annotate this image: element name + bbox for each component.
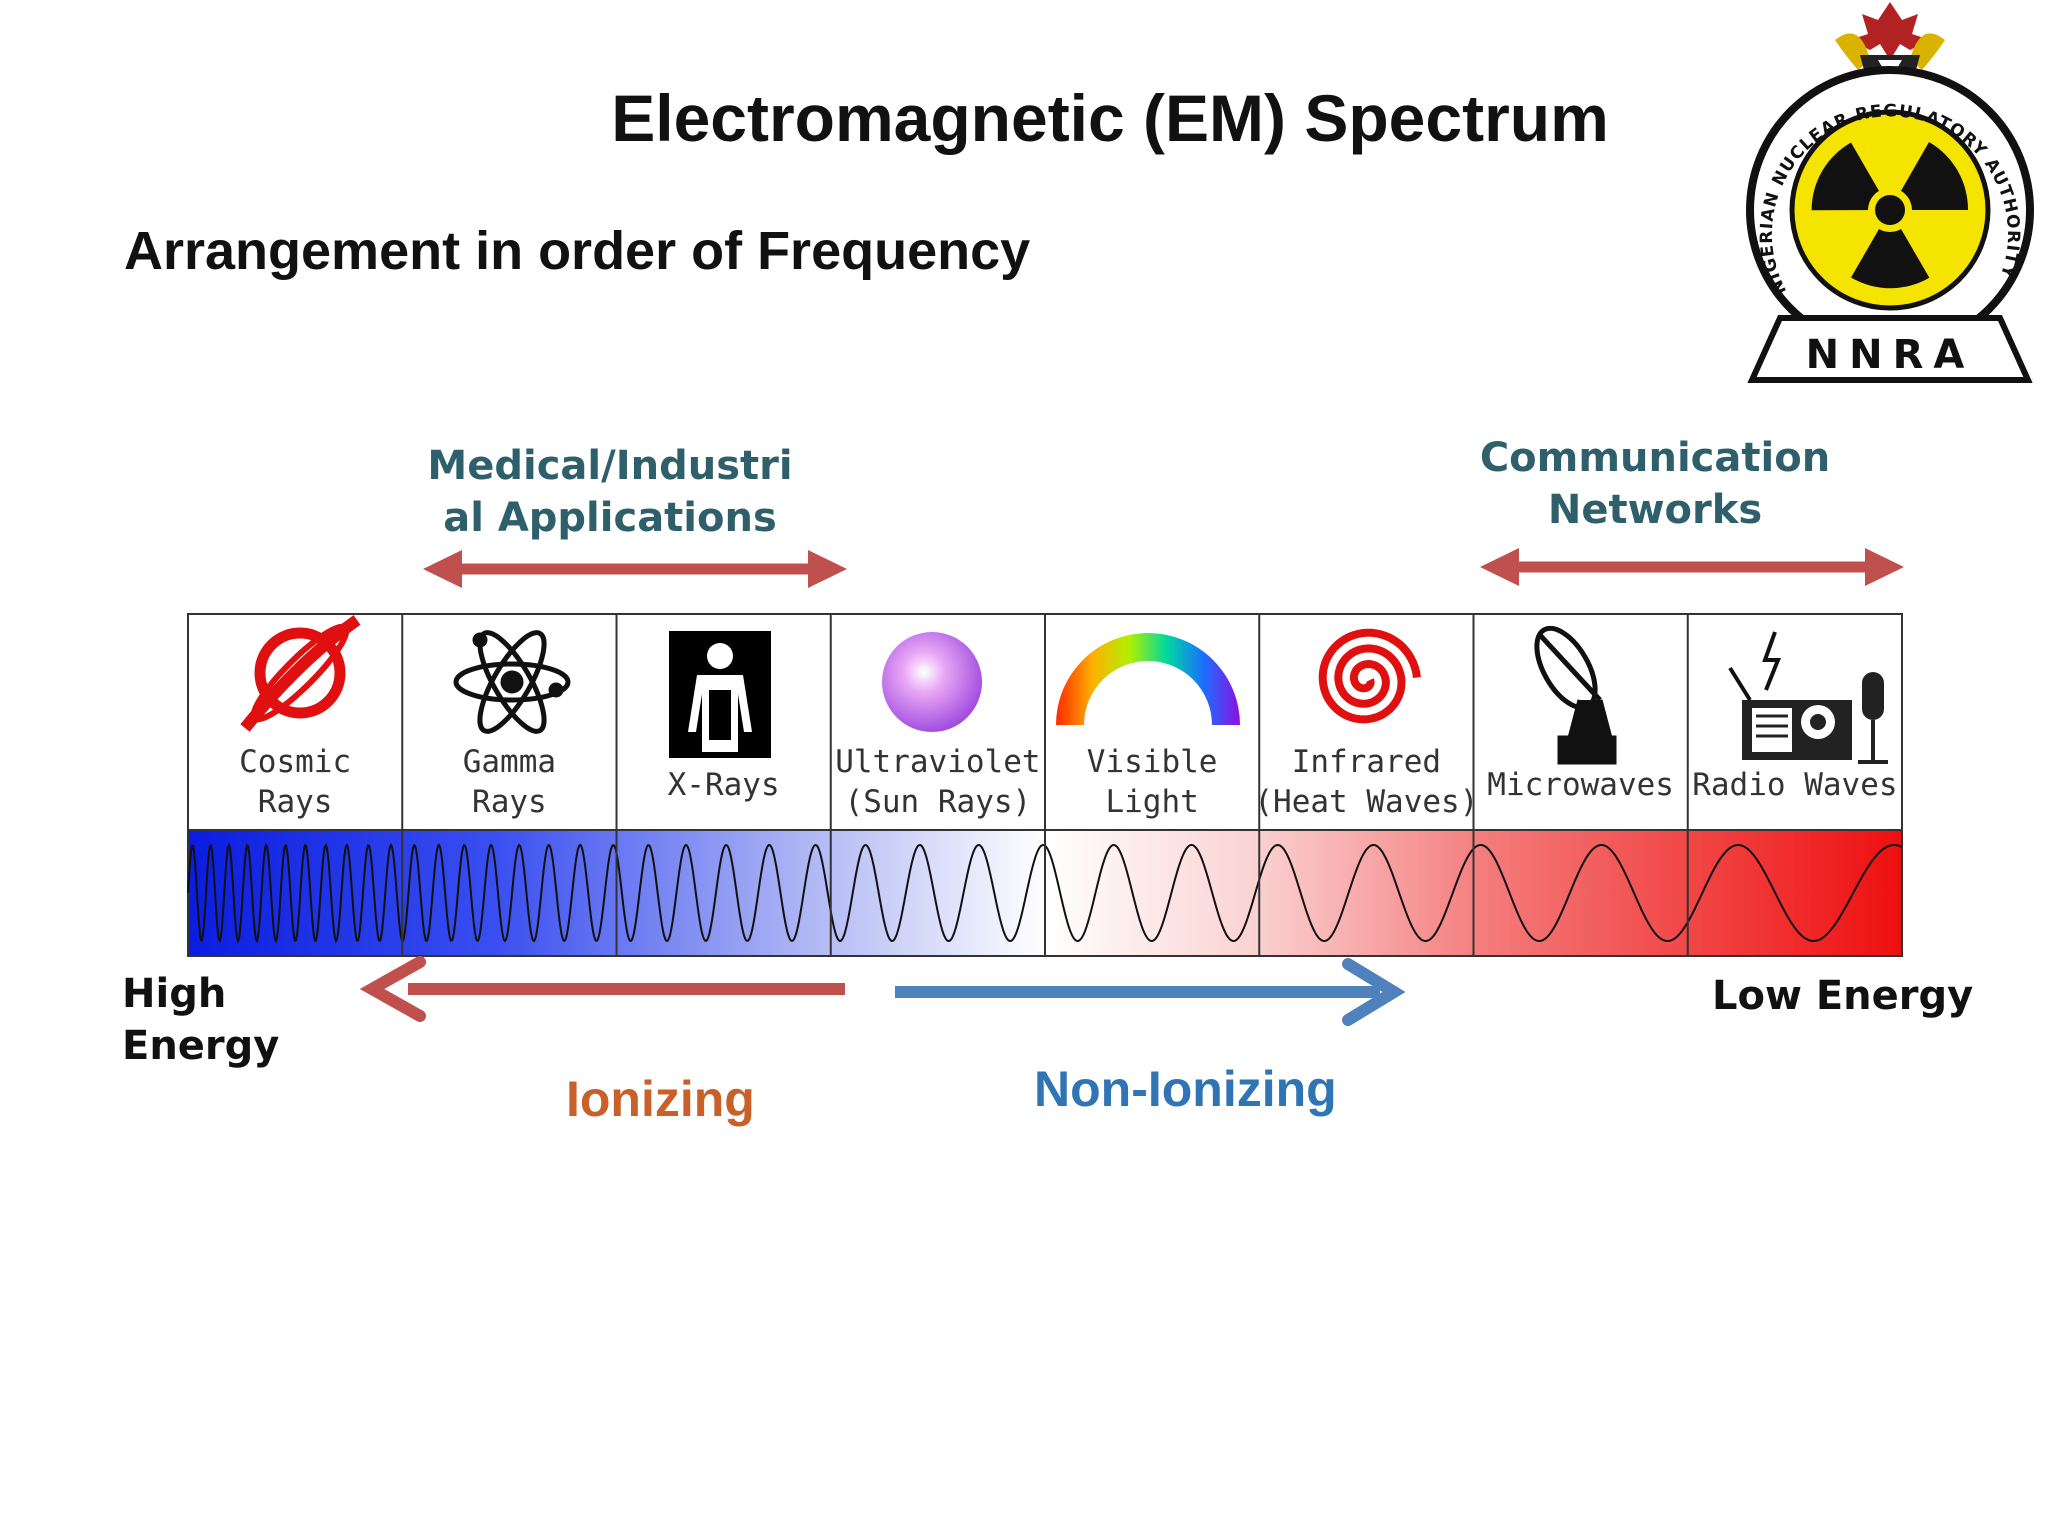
- spectrum-label: Light: [1105, 784, 1198, 820]
- low-energy-label: Low Energy: [1712, 973, 1974, 1019]
- spectrum-label: Radio Waves: [1692, 767, 1897, 803]
- spiral-icon: [1318, 628, 1421, 724]
- spectrum-label: Rays: [258, 784, 333, 820]
- atom-icon: [453, 630, 571, 734]
- spectrum-label: Rays: [472, 784, 547, 820]
- nnra-logo: NIGERIAN NUCLEAR REGULATORY AUTHORITY NN…: [1746, 2, 2034, 383]
- radio-icon: [1728, 631, 1888, 764]
- spectrum-label: Infrared: [1292, 744, 1441, 780]
- non-ionizing-arrow: [895, 958, 1406, 1026]
- spectrum-label: Microwaves: [1487, 767, 1674, 803]
- radiation-trefoil-icon: [1811, 142, 1969, 289]
- communication-range-arrow: [1480, 548, 1904, 586]
- column-dividers: [401, 614, 1689, 956]
- spectrum-label: X-Rays: [668, 767, 780, 803]
- spectrum-label: (Sun Rays): [845, 784, 1032, 820]
- ionizing-label: Ionizing: [566, 1071, 755, 1127]
- xray-person-icon: [669, 631, 771, 758]
- spectrum-label: Visible: [1087, 744, 1218, 780]
- satellite-dish-icon: [1534, 625, 1617, 765]
- high-energy-label: High Energy: [122, 971, 280, 1069]
- cosmic-ray-icon: [240, 615, 361, 732]
- slide-title: Electromagnetic (EM) Spectrum: [611, 81, 1609, 155]
- spectrum-label: Cosmic: [239, 744, 351, 780]
- communication-networks-label: Communication Networks: [1479, 435, 1831, 533]
- spiral-stroke: [1318, 628, 1421, 724]
- medical-range-arrow: [423, 550, 847, 588]
- medical-industrial-label: Medical/Industri al Applications: [427, 443, 793, 541]
- slide-subtitle: Arrangement in order of Frequency: [124, 221, 1031, 281]
- spectrum-label: (Heat Waves): [1254, 784, 1478, 820]
- non-ionizing-label: Non-Ionizing: [1034, 1061, 1337, 1117]
- logo-acronym: NNRA: [1806, 332, 1975, 378]
- spectrum-label: Gamma: [463, 744, 556, 780]
- rainbow-icon: [1056, 633, 1240, 725]
- purple-sphere-icon: [882, 632, 982, 732]
- ionizing-arrow: [359, 956, 845, 1022]
- spectrum-label: Ultraviolet: [835, 744, 1040, 780]
